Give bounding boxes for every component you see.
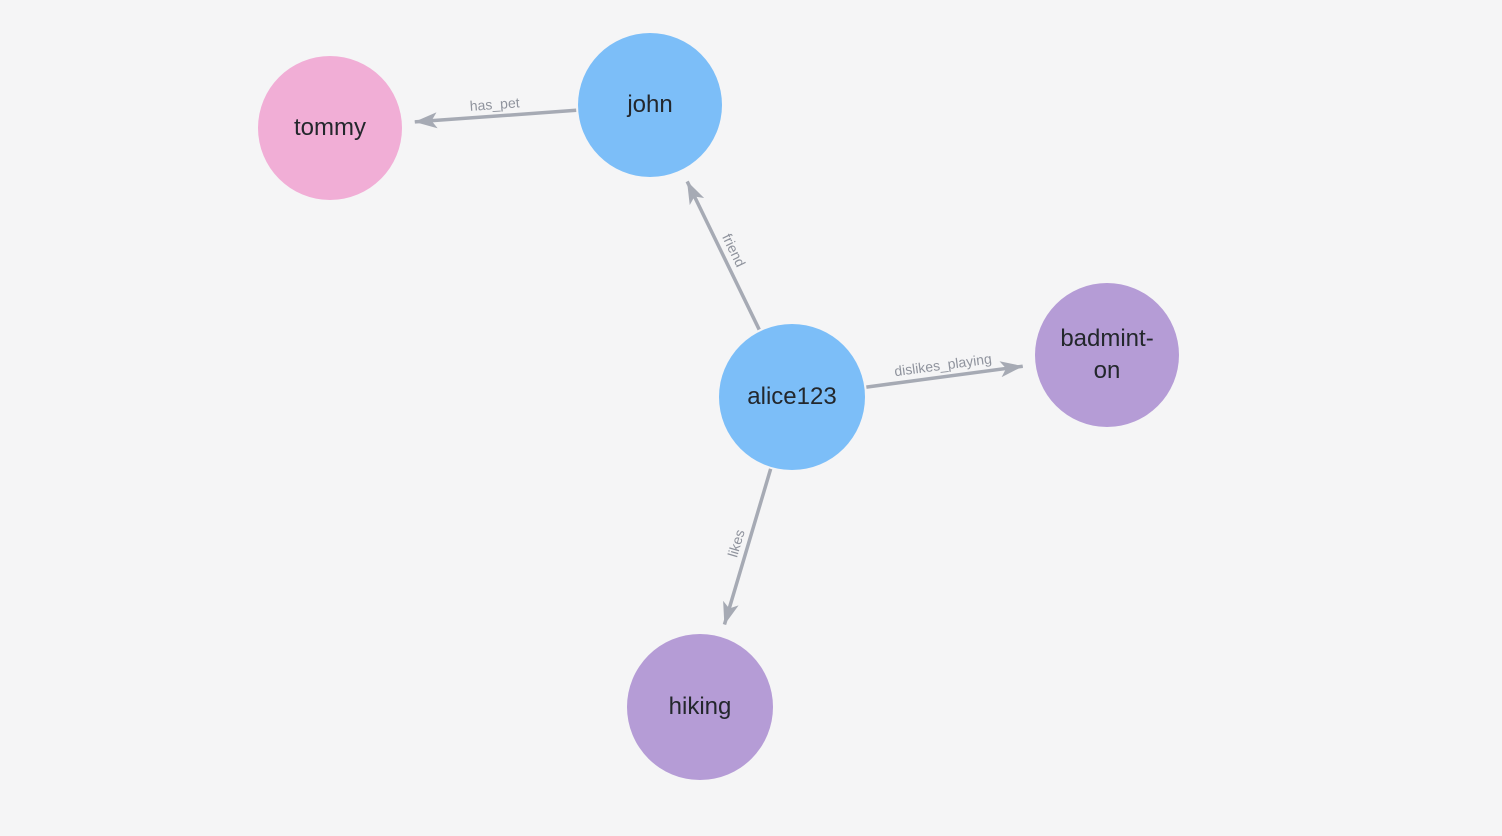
edge-alice123-badminton[interactable] [866,361,1024,389]
edge-alice123-hiking[interactable] [722,468,773,626]
node-label-john: john [627,90,673,118]
node-label-hiking: hiking [668,692,732,720]
edge-alice123-john[interactable] [685,180,761,331]
node-label-badminton: badmint- on [1060,324,1154,384]
node-label-alice123: alice123 [747,382,837,410]
edge-label-likes[interactable]: likes [724,528,747,559]
node-label-tommy: tommy [294,113,366,141]
edge-john-tommy[interactable] [414,108,577,129]
node-john[interactable]: john [578,33,722,177]
node-hiking[interactable]: hiking [627,634,773,780]
edge-label-has_pet[interactable]: has_pet [469,94,520,114]
node-alice123[interactable]: alice123 [719,324,865,470]
node-tommy[interactable]: tommy [258,56,402,200]
node-badminton[interactable]: badmint- on [1035,283,1179,427]
